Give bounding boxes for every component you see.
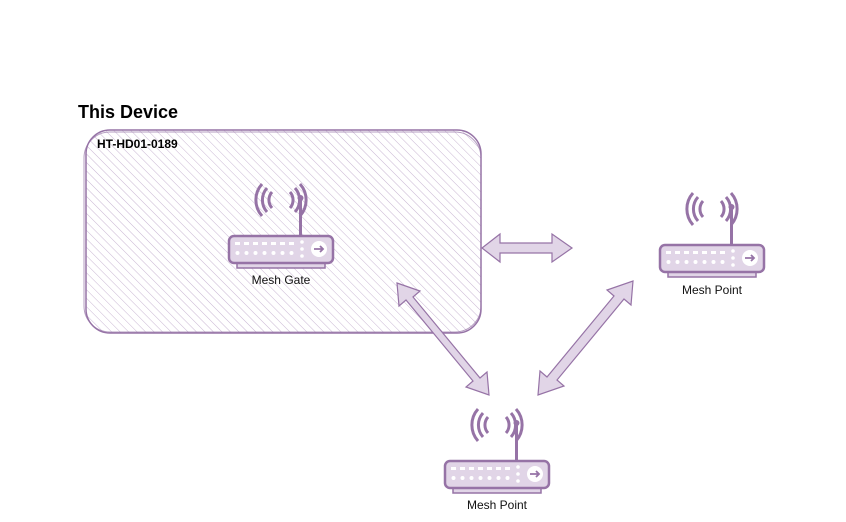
group-label: HT-HD01-0189 [97,137,178,151]
diagram-title: This Device [78,102,179,122]
wifi-router-icon[interactable] [443,407,551,495]
link-gate-point1[interactable] [481,232,574,264]
node-label-mesh-point: Mesh Point [466,498,528,512]
link-gate-point2[interactable] [396,282,490,396]
wifi-router-icon[interactable] [658,191,766,279]
device-group[interactable] [83,129,482,334]
node-label-mesh-point: Mesh Point [681,283,743,297]
node-label-mesh-gate: Mesh Gate [251,273,311,287]
link-point1-point2[interactable] [537,280,634,396]
